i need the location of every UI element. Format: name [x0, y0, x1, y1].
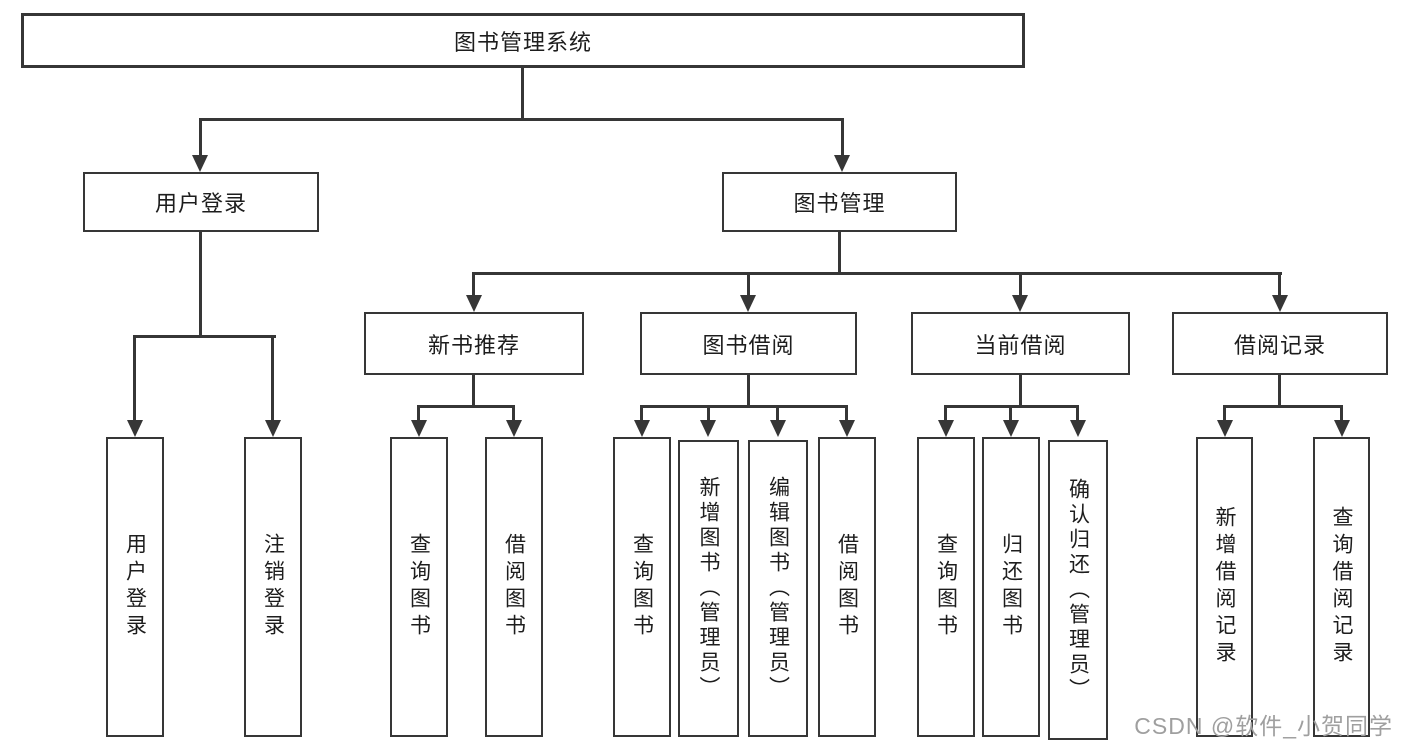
node-borrow-records-label: 借阅记录 — [1233, 332, 1326, 358]
node-leaf-cb-confirm: 确认归还（管理员） — [1048, 440, 1108, 740]
connector-stem-new-book-rec — [472, 272, 475, 296]
node-book-mgmt: 图书管理 — [722, 172, 957, 232]
node-leaf-cb-query-label: 查询图书 — [934, 533, 958, 641]
connector-new-book-rec-trunk — [472, 375, 475, 408]
node-leaf-user-login: 用户登录 — [106, 437, 164, 737]
node-leaf-cb-query: 查询图书 — [917, 437, 975, 737]
node-leaf-bb-query-label: 查询图书 — [630, 533, 654, 641]
node-leaf-bb-edit: 编辑图书（管理员） — [748, 440, 808, 737]
arrow-to-br-query — [1334, 420, 1350, 437]
node-leaf-cb-confirm-label: 确认归还（管理员） — [1066, 477, 1090, 703]
node-leaf-br-add-label: 新增借阅记录 — [1213, 506, 1236, 668]
node-borrow-records: 借阅记录 — [1172, 312, 1388, 375]
arrow-to-br-add — [1217, 420, 1233, 437]
node-leaf-user-login-label: 用户登录 — [123, 533, 147, 641]
connector-book-borrow-trunk — [747, 375, 750, 408]
node-leaf-br-query: 查询借阅记录 — [1313, 437, 1370, 737]
connector-stem-cb-return — [1009, 405, 1012, 422]
arrow-to-book-mgmt — [834, 155, 850, 172]
node-leaf-logout: 注销登录 — [244, 437, 302, 737]
arrow-to-nbr-query — [411, 420, 427, 437]
arrow-to-book-borrow — [740, 295, 756, 312]
arrow-to-nbr-borrow — [506, 420, 522, 437]
connector-book-mgmt-trunk — [838, 232, 841, 275]
node-leaf-nbr-borrow-label: 借阅图书 — [502, 533, 526, 641]
node-leaf-bb-query: 查询图书 — [613, 437, 671, 737]
node-root: 图书管理系统 — [21, 13, 1025, 68]
connector-current-borrow-trunk — [1019, 375, 1022, 408]
node-leaf-nbr-borrow: 借阅图书 — [485, 437, 543, 737]
node-leaf-br-query-label: 查询借阅记录 — [1330, 506, 1353, 668]
connector-stem-leaf-logout — [271, 335, 274, 421]
connector-stem-bb-add — [707, 405, 710, 422]
node-leaf-bb-borrow-label: 借阅图书 — [835, 533, 859, 641]
node-new-book-rec-label: 新书推荐 — [427, 332, 520, 358]
arrow-to-new-book-rec — [466, 295, 482, 312]
node-leaf-bb-edit-label: 编辑图书（管理员） — [766, 476, 790, 701]
node-current-borrow: 当前借阅 — [911, 312, 1130, 375]
arrow-to-cb-return — [1003, 420, 1019, 437]
node-book-borrow: 图书借阅 — [640, 312, 857, 375]
connector-borrow-records-branch — [1223, 405, 1343, 408]
connector-stem-user-login — [199, 118, 202, 157]
node-root-label: 图书管理系统 — [453, 29, 592, 55]
csdn-watermark: CSDN @软件_小贺同学 — [1134, 713, 1393, 739]
connector-borrow-records-trunk — [1278, 375, 1281, 408]
node-leaf-nbr-query-label: 查询图书 — [407, 533, 431, 641]
connector-root-trunk — [521, 68, 524, 120]
connector-user-login-trunk — [199, 232, 202, 337]
node-user-login-label: 用户登录 — [154, 191, 247, 216]
node-new-book-rec: 新书推荐 — [364, 312, 584, 375]
arrow-to-borrow-records — [1272, 295, 1288, 312]
connector-user-login-branch — [134, 335, 276, 338]
connector-stem-bb-query — [640, 405, 643, 422]
arrow-to-leaf-logout — [265, 420, 281, 437]
node-book-mgmt-label: 图书管理 — [793, 191, 886, 216]
connector-stem-bb-edit — [776, 405, 779, 422]
node-leaf-bb-add-label: 新增图书（管理员） — [697, 476, 720, 701]
connector-root-branch — [199, 118, 844, 121]
node-leaf-bb-add: 新增图书（管理员） — [678, 440, 739, 737]
node-book-borrow-label: 图书借阅 — [702, 332, 795, 358]
arrow-to-cb-confirm — [1070, 420, 1086, 437]
node-leaf-cb-return-label: 归还图书 — [999, 533, 1023, 641]
connector-stem-nbr-query — [417, 405, 420, 422]
connector-stem-nbr-borrow — [512, 405, 515, 422]
arrow-to-bb-borrow — [839, 420, 855, 437]
node-user-login: 用户登录 — [83, 172, 319, 232]
connector-stem-book-mgmt — [841, 118, 844, 157]
connector-book-mgmt-branch — [473, 272, 1282, 275]
node-leaf-bb-borrow: 借阅图书 — [818, 437, 876, 737]
connector-stem-book-borrow — [747, 272, 750, 296]
node-leaf-nbr-query: 查询图书 — [390, 437, 448, 737]
connector-stem-leaf-user-login — [133, 335, 136, 421]
arrow-to-user-login — [192, 155, 208, 172]
node-leaf-logout-label: 注销登录 — [261, 533, 285, 641]
arrow-to-current-borrow — [1012, 295, 1028, 312]
connector-book-borrow-branch — [641, 405, 848, 408]
connector-stem-br-add — [1223, 405, 1226, 422]
arrow-to-bb-add — [700, 420, 716, 437]
arrow-to-cb-query — [938, 420, 954, 437]
connector-stem-cb-query — [944, 405, 947, 422]
node-leaf-cb-return: 归还图书 — [982, 437, 1040, 737]
node-current-borrow-label: 当前借阅 — [974, 332, 1067, 358]
arrow-to-leaf-user-login — [127, 420, 143, 437]
arrow-to-bb-edit — [770, 420, 786, 437]
connector-stem-borrow-records — [1278, 272, 1281, 296]
connector-current-borrow-branch — [945, 405, 1079, 408]
connector-new-book-rec-branch — [418, 405, 515, 408]
node-leaf-br-add: 新增借阅记录 — [1196, 437, 1253, 737]
connector-stem-current-borrow — [1019, 272, 1022, 296]
arrow-to-bb-query — [634, 420, 650, 437]
connector-stem-bb-borrow — [845, 405, 848, 422]
connector-stem-cb-confirm — [1076, 405, 1079, 422]
connector-stem-br-query — [1340, 405, 1343, 422]
